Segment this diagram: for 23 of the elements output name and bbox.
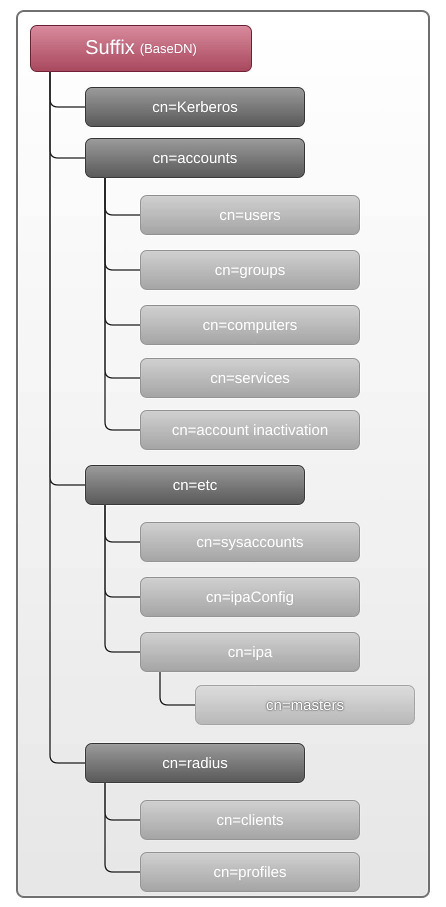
tree-node-box: cn=groups xyxy=(140,250,360,290)
tree-node-box: cn=ipa xyxy=(140,632,360,672)
tree-node-box: cn=account inactivation xyxy=(140,410,360,450)
node-sublabel: (BaseDN) xyxy=(140,41,197,56)
tree-node-box: cn=users xyxy=(140,195,360,235)
tree-node-box: cn=ipaConfig xyxy=(140,577,360,617)
tree-connector xyxy=(159,672,195,706)
tree-node-box: cn=masters xyxy=(195,685,415,725)
tree-connector xyxy=(104,178,140,431)
tree-connector xyxy=(104,505,140,653)
tree-node-box: cn=computers xyxy=(140,305,360,345)
tree-connector xyxy=(104,783,140,873)
tree-node-box: cn=services xyxy=(140,358,360,398)
tree-connector xyxy=(49,72,85,764)
tree-node-box: cn=radius xyxy=(85,743,305,783)
node-label: Suffix xyxy=(85,37,135,60)
tree-node-box: cn=Kerberos xyxy=(85,87,305,127)
tree-node-box: cn=accounts xyxy=(85,138,305,178)
tree-node-box: cn=profiles xyxy=(140,852,360,892)
root-node-box xyxy=(30,25,252,72)
tree-node-box: cn=etc xyxy=(85,465,305,505)
tree-node-box: cn=clients xyxy=(140,800,360,840)
tree-node-box: cn=sysaccounts xyxy=(140,522,360,562)
